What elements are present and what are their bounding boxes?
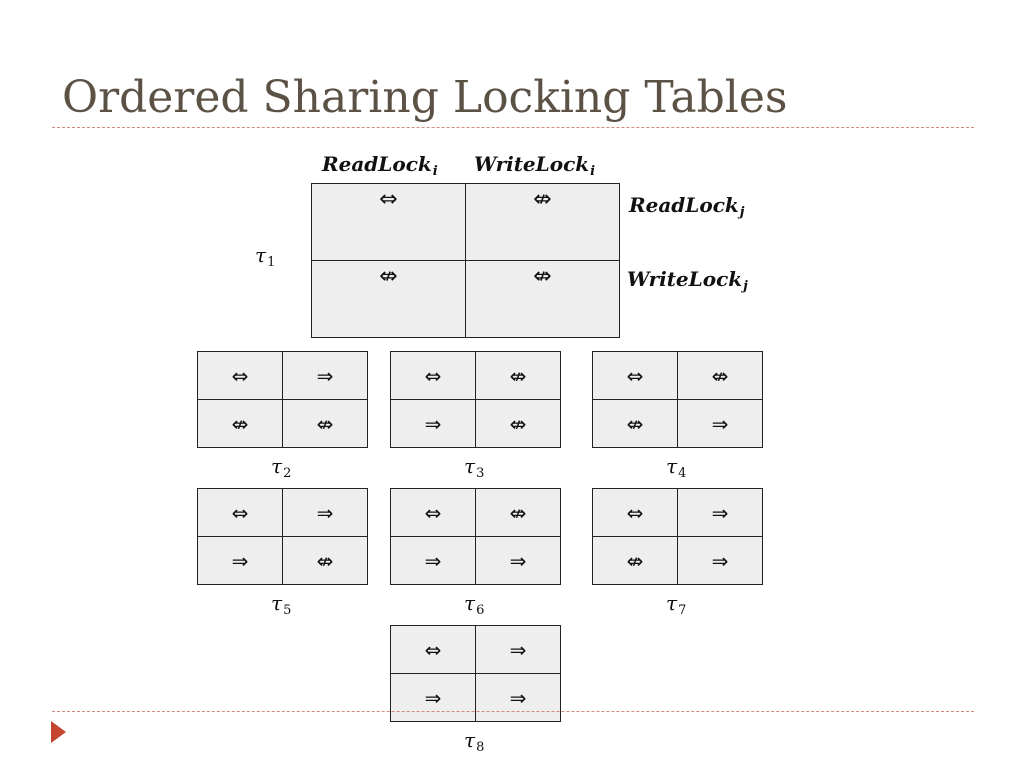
table-cell: ⇎	[475, 351, 561, 400]
table-cell: ⇔	[390, 488, 476, 537]
table-cell: ⇎	[475, 399, 561, 448]
table-label-tau-8: τ8	[464, 728, 485, 755]
table-row: ⇔ ⇒	[390, 625, 561, 674]
top-divider	[52, 127, 974, 128]
table-cell: ⇔	[390, 351, 476, 400]
table-cell: ⇎	[465, 260, 620, 338]
table-label-tau-4: τ4	[666, 454, 687, 481]
table-cell: ⇒	[197, 536, 283, 585]
table-cell: ⇎	[282, 536, 368, 585]
table-cell: ⇎	[475, 488, 561, 537]
row-header-readlock-j: ReadLockj	[629, 193, 745, 220]
table-cell: ⇔	[592, 488, 678, 537]
table-cell: ⇎	[592, 399, 678, 448]
table-cell: ⇒	[475, 536, 561, 585]
lock-table-tau-8: ⇔ ⇒ ⇒ ⇒	[390, 625, 561, 722]
lock-table-tau-4: ⇔ ⇎ ⇎ ⇒	[592, 351, 763, 448]
lock-table-tau-2: ⇔ ⇒ ⇎ ⇎	[197, 351, 368, 448]
table-cell: ⇎	[677, 351, 763, 400]
table-row: ⇒ ⇎	[390, 399, 561, 448]
col-header-writelock-i: WriteLocki	[474, 152, 596, 179]
slide-title: Ordered Sharing Locking Tables	[62, 72, 788, 123]
table-row: ⇔ ⇎	[390, 351, 561, 400]
table-label-tau-3: τ3	[464, 454, 485, 481]
table-label-tau-6: τ6	[464, 591, 485, 618]
table-row: ⇔ ⇒	[197, 488, 368, 537]
table-row: ⇎ ⇎	[311, 260, 620, 338]
table-row: ⇒ ⇎	[197, 536, 368, 585]
table-cell: ⇔	[197, 351, 283, 400]
table-row: ⇒ ⇒	[390, 536, 561, 585]
table-cell: ⇎	[465, 183, 620, 261]
lock-table-tau-1: ⇔ ⇎ ⇎ ⇎	[311, 183, 620, 338]
table-label-tau-7: τ7	[666, 591, 687, 618]
table-cell: ⇎	[311, 260, 466, 338]
lock-table-tau-7: ⇔ ⇒ ⇎ ⇒	[592, 488, 763, 585]
table-row: ⇎ ⇒	[592, 536, 763, 585]
table-row: ⇔ ⇎	[592, 351, 763, 400]
table-label-tau-1: τ1	[255, 243, 276, 270]
table-label-tau-5: τ5	[271, 591, 292, 618]
table-cell: ⇒	[390, 536, 476, 585]
table-cell: ⇔	[311, 183, 466, 261]
bottom-divider	[52, 711, 974, 712]
table-cell: ⇎	[282, 399, 368, 448]
table-cell: ⇔	[592, 351, 678, 400]
table-cell: ⇒	[677, 536, 763, 585]
table-row: ⇎ ⇎	[197, 399, 368, 448]
table-cell: ⇒	[475, 625, 561, 674]
table-row: ⇎ ⇒	[592, 399, 763, 448]
table-row: ⇔ ⇎	[311, 183, 620, 261]
table-cell: ⇒	[282, 488, 368, 537]
col-header-readlock-i: ReadLocki	[322, 152, 438, 179]
table-cell: ⇎	[592, 536, 678, 585]
lock-table-tau-5: ⇔ ⇒ ⇒ ⇎	[197, 488, 368, 585]
table-row: ⇒ ⇒	[390, 673, 561, 722]
table-cell: ⇔	[197, 488, 283, 537]
table-cell: ⇒	[390, 673, 476, 722]
table-cell: ⇎	[197, 399, 283, 448]
table-row: ⇔ ⇒	[197, 351, 368, 400]
table-cell: ⇒	[390, 399, 476, 448]
lock-table-tau-3: ⇔ ⇎ ⇒ ⇎	[390, 351, 561, 448]
table-row: ⇔ ⇎	[390, 488, 561, 537]
table-cell: ⇒	[677, 399, 763, 448]
table-cell: ⇒	[282, 351, 368, 400]
table-row: ⇔ ⇒	[592, 488, 763, 537]
lock-table-tau-6: ⇔ ⇎ ⇒ ⇒	[390, 488, 561, 585]
play-triangle-icon	[51, 721, 66, 743]
table-cell: ⇒	[475, 673, 561, 722]
row-header-writelock-j: WriteLockj	[627, 267, 748, 294]
table-label-tau-2: τ2	[271, 454, 292, 481]
table-cell: ⇒	[677, 488, 763, 537]
table-cell: ⇔	[390, 625, 476, 674]
